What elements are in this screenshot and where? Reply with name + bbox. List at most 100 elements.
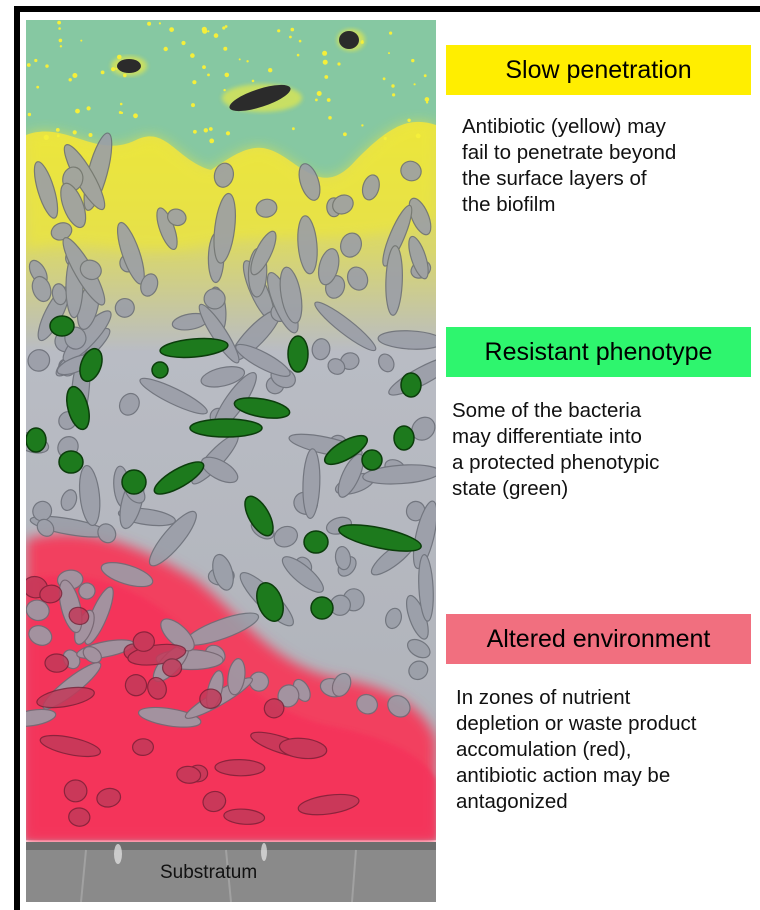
antibiotic-particle	[299, 40, 302, 43]
antibiotic-particle	[57, 134, 60, 137]
altered-environment-label: Altered environment	[446, 614, 751, 664]
antibiotic-particle	[414, 83, 416, 85]
resistant-cell	[304, 531, 328, 553]
antibiotic-particle	[69, 78, 72, 81]
antibiotic-particle	[56, 128, 60, 132]
antibiotic-particle	[252, 80, 255, 83]
resistant-phenotype-label: Resistant phenotype	[446, 327, 751, 377]
antibiotic-particle	[202, 65, 206, 69]
antibiotic-particle	[328, 116, 332, 120]
antibiotic-particle	[181, 41, 185, 45]
antibiotic-particle	[226, 131, 230, 135]
antibiotic-particle	[27, 63, 31, 67]
antibiotic-particle	[89, 133, 93, 137]
resistant-cell	[59, 451, 83, 473]
altered-environment-description: In zones of nutrient depletion or waste …	[456, 685, 756, 815]
antibiotic-particle	[391, 84, 394, 87]
antibiotic-particle	[277, 29, 280, 32]
bacterium-depleted	[162, 659, 181, 677]
antibiotic-particle	[57, 21, 61, 25]
antibiotic-particle	[44, 135, 49, 140]
antibiotic-particle	[209, 139, 214, 144]
antibiotic-particle	[383, 77, 386, 80]
resistant-cell	[394, 426, 414, 450]
antibiotic-particle	[223, 89, 225, 91]
resistant-cell	[26, 428, 46, 452]
antibiotic-particle	[120, 103, 123, 106]
antibiotic-particle	[343, 132, 347, 136]
antibiotic-particle	[164, 47, 168, 51]
antibiotic-particle	[58, 27, 61, 30]
antibiotic-particle	[426, 101, 428, 103]
antibiotic-particle	[424, 74, 427, 77]
antibiotic-particle	[209, 127, 213, 131]
biofilm-illustration	[26, 20, 436, 902]
antibiotic-particle	[223, 47, 227, 51]
antibiotic-particle	[87, 106, 91, 110]
antibiotic-particle	[204, 128, 208, 132]
bacterium-depleted	[64, 780, 87, 803]
antibiotic-particle	[101, 71, 105, 75]
antibiotic-particle	[322, 51, 327, 56]
antibiotic-particle	[239, 58, 241, 60]
antibiotic-particle	[119, 111, 122, 114]
antibiotic-particle	[384, 137, 387, 140]
antibiotic-particle	[291, 28, 295, 32]
resistant-cell	[288, 336, 308, 372]
bacterium-depleted	[132, 738, 153, 755]
antibiotic-particle	[416, 134, 421, 139]
resistant-cell	[152, 362, 168, 378]
antibiotic-particle	[59, 39, 63, 43]
antibiotic-particle	[72, 73, 77, 78]
antibiotic-particle	[34, 59, 37, 62]
antibiotic-particle	[315, 99, 318, 102]
antibiotic-particle	[297, 54, 300, 57]
antibiotic-particle	[389, 32, 392, 35]
antibiotic-particle	[28, 113, 31, 116]
slow-penetration-label: Slow penetration	[446, 45, 751, 95]
resistant-cell	[50, 316, 74, 336]
antibiotic-particle	[289, 36, 292, 39]
antibiotic-particle	[133, 113, 138, 118]
antibiotic-particle	[45, 64, 48, 67]
antibiotic-particle	[202, 27, 207, 32]
antibiotic-particle	[190, 53, 195, 58]
substratum-texture	[26, 842, 436, 850]
antibiotic-particle	[75, 109, 80, 114]
resistant-cell	[311, 597, 333, 619]
frame-top-border	[14, 6, 760, 12]
antibiotic-particle	[169, 27, 174, 32]
antibiotic-particle	[191, 103, 195, 107]
resistant-cell	[190, 419, 262, 437]
antibiotic-particle	[392, 93, 395, 96]
antibiotic-particle	[60, 45, 62, 47]
antibiotic-particle	[192, 80, 196, 84]
antibiotic-particle	[147, 22, 151, 26]
antibiotic-particle	[337, 62, 340, 65]
antibiotic-particle	[361, 124, 363, 126]
antibiotic-particle	[80, 40, 82, 42]
frame-left-border	[14, 6, 20, 910]
antibiotic-particle	[207, 30, 209, 32]
antibiotic-particle	[225, 73, 230, 78]
resistant-phenotype-description: Some of the bacteria may differentiate i…	[452, 398, 752, 502]
substratum-label: Substratum	[160, 862, 257, 884]
antibiotic-particle	[268, 68, 272, 72]
antibiotic-particle	[425, 97, 430, 102]
antibiotic-particle	[36, 86, 39, 89]
resistant-cell	[122, 470, 146, 494]
bacterium-depleted	[45, 654, 69, 673]
antibiotic-particle	[214, 33, 219, 38]
resistant-cell	[401, 373, 421, 397]
antibiotic-particle	[73, 130, 77, 134]
antibiotic-particle	[327, 98, 331, 102]
antibiotic-particle	[324, 75, 328, 79]
antibiotic-particle	[323, 60, 328, 65]
antibiotic-particle	[193, 130, 197, 134]
antibiotic-particle	[411, 59, 414, 62]
antibiotic-particle	[388, 52, 390, 54]
antibiotic-particle	[207, 74, 210, 77]
antibiotic-particle	[292, 127, 295, 130]
antibiotic-particle	[317, 91, 322, 96]
slow-penetration-description: Antibiotic (yellow) may fail to penetrat…	[462, 114, 752, 218]
